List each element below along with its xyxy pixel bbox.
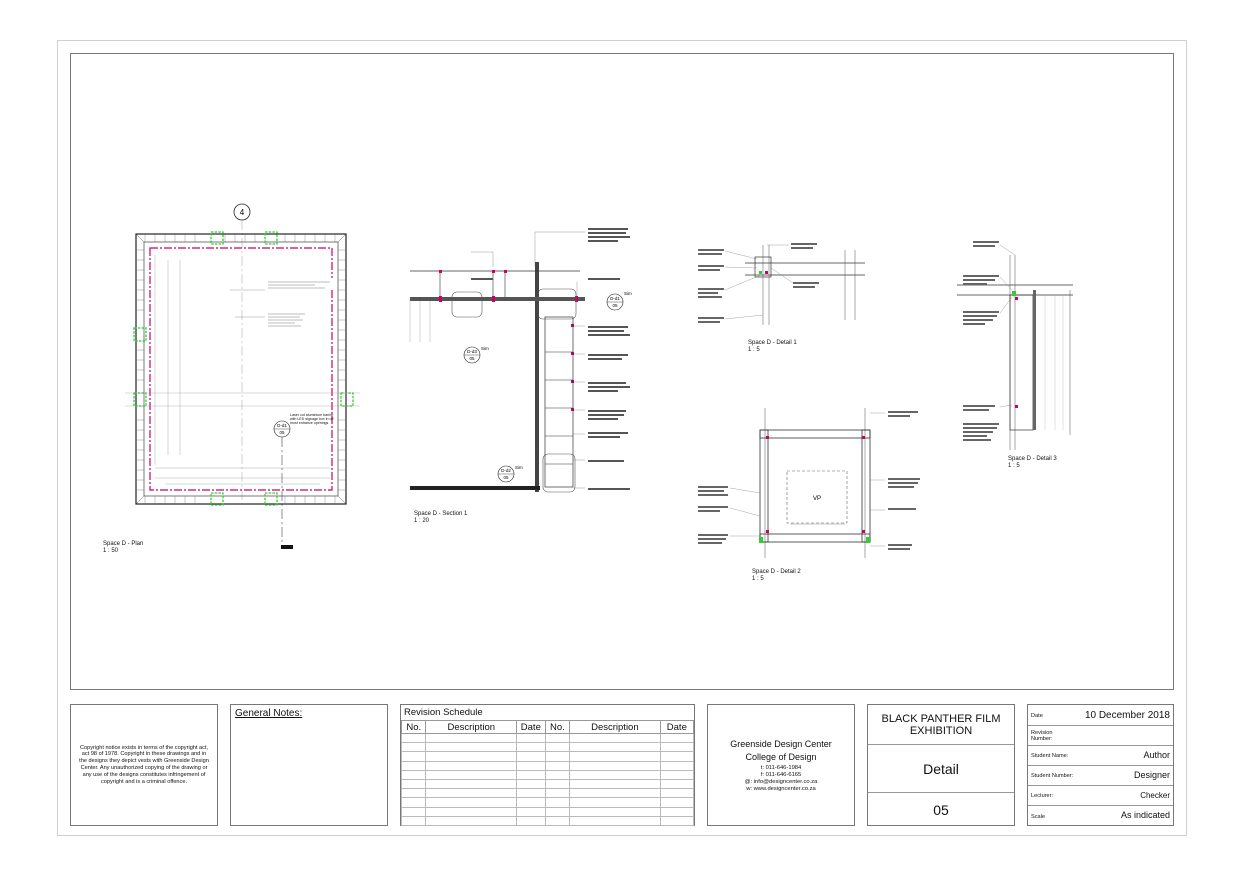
drawing-area xyxy=(70,53,1174,690)
info-label: Revision Number: xyxy=(1031,730,1053,742)
plan-callout-sheet: 05 xyxy=(279,430,285,435)
copyright-text: Copyright notice exists in terms of the … xyxy=(79,744,209,785)
info-value: Checker xyxy=(1140,791,1170,800)
table-row xyxy=(400,751,695,762)
plan-callout-id: D-d1 xyxy=(277,423,287,428)
table-row xyxy=(400,815,695,826)
info-value: Designer xyxy=(1133,770,1170,780)
table-row xyxy=(400,742,695,753)
section-callout-d1-id: D-d1 xyxy=(610,296,620,301)
info-row-student-number: Student Number: Designer xyxy=(1028,766,1173,786)
detail3-title: Space D - Detail 3 xyxy=(1008,456,1057,462)
general-notes-title: General Notes: xyxy=(235,708,303,719)
section-sim-3: Sim xyxy=(515,465,523,470)
detail2-scale: 1 : 5 xyxy=(752,576,764,582)
section-title: Space D - Section 1 xyxy=(414,511,468,517)
rev-col-date-1: Date xyxy=(516,720,546,734)
rev-col-no-2: No. xyxy=(544,720,571,734)
info-label: Scale xyxy=(1031,814,1045,820)
school-name: Greenside Design Center xyxy=(730,739,832,749)
plan-scale: 1 : 50 xyxy=(103,548,119,554)
table-row xyxy=(400,806,695,817)
school-website: w: www.designcenter.co.za xyxy=(746,786,816,792)
section-callout-d3-sheet: 05 xyxy=(469,356,475,361)
revision-table: No. Description Date No. Description Dat… xyxy=(400,720,695,826)
detail3-drawing[interactable] xyxy=(955,235,1080,455)
info-label: Lecturer: xyxy=(1031,793,1054,799)
table-row xyxy=(400,797,695,808)
info-row-lecturer: Lecturer: Checker xyxy=(1028,786,1173,806)
detail2-drawing[interactable]: VP xyxy=(690,398,930,568)
plan-title: Space D - Plan xyxy=(103,541,144,547)
copyright-panel: Copyright notice exists in terms of the … xyxy=(70,704,218,826)
rev-col-description-1: Description xyxy=(425,720,518,734)
info-row-scale: Scale As indicated xyxy=(1028,806,1173,827)
rev-col-no-1: No. xyxy=(400,720,427,734)
school-fax: f: 011-646-6165 xyxy=(760,772,802,778)
school-phone: t: 011-646-1984 xyxy=(760,765,802,771)
section-callout-d1-sheet: 05 xyxy=(612,303,618,308)
section-scale: 1 : 20 xyxy=(414,518,430,524)
info-label: Student Name: xyxy=(1031,753,1069,759)
grid-ref-label: 4 xyxy=(240,208,245,217)
section-drawing[interactable]: D-d1 05 Sim D-d3 05 Sim D-d2 05 Sim xyxy=(405,222,640,507)
info-value: 10 December 2018 xyxy=(1084,710,1170,721)
table-row xyxy=(400,788,695,799)
sheet-number: 05 xyxy=(933,802,949,818)
rev-col-date-2: Date xyxy=(659,720,695,734)
info-row-revision: Revision Number: xyxy=(1028,726,1173,746)
info-row-student-name: Student Name: Author xyxy=(1028,746,1173,766)
section-callout-d2-sheet: 05 xyxy=(503,475,509,480)
detail2-title: Space D - Detail 2 xyxy=(752,569,801,575)
detail1-scale: 1 : 5 xyxy=(748,347,760,353)
detail2-vp-label: VP xyxy=(813,496,821,502)
rev-col-description-2: Description xyxy=(569,720,661,734)
sheet-info-panel: Date 10 December 2018 Revision Number: S… xyxy=(1027,704,1174,826)
info-value: Author xyxy=(1143,750,1170,760)
school-email: @: info@designcenter.co.za xyxy=(744,779,818,785)
info-label: Student Number: xyxy=(1031,773,1074,779)
detail1-drawing[interactable] xyxy=(695,235,870,335)
detail3-scale: 1 : 5 xyxy=(1008,463,1020,469)
table-row xyxy=(400,769,695,780)
revision-schedule: Revision Schedule No. Description Date N… xyxy=(400,704,695,826)
project-panel: BLACK PANTHER FILM EXHIBITION Detail 05 xyxy=(867,704,1015,826)
section-sim-2: Sim xyxy=(481,346,489,351)
project-name: BLACK PANTHER FILM EXHIBITION xyxy=(868,705,1014,745)
school-panel: Greenside Design Center College of Desig… xyxy=(707,704,855,826)
plan-drawing[interactable]: 4 D-d1 05 Laser cut aluminium barrier wi… xyxy=(125,200,370,560)
school-college: College of Design xyxy=(745,752,817,762)
detail1-title: Space D - Detail 1 xyxy=(748,340,797,346)
revision-schedule-title: Revision Schedule xyxy=(404,707,483,718)
sheet-border xyxy=(57,40,1187,836)
table-row xyxy=(400,778,695,790)
section-sim-1: Sim xyxy=(624,291,632,296)
sheet-name: Detail xyxy=(868,745,1014,793)
info-label: Date xyxy=(1031,713,1043,719)
table-row xyxy=(400,732,695,744)
section-callout-d3-id: D-d3 xyxy=(467,349,477,354)
info-row-date: Date 10 December 2018 xyxy=(1028,705,1173,726)
info-value: As indicated xyxy=(1120,810,1170,820)
section-callout-d2-id: D-d2 xyxy=(501,468,511,473)
plan-callout-note: Laser cut aluminium barrier with LED sig… xyxy=(290,413,334,425)
table-row xyxy=(400,760,695,771)
general-notes-panel: General Notes: xyxy=(230,704,388,826)
